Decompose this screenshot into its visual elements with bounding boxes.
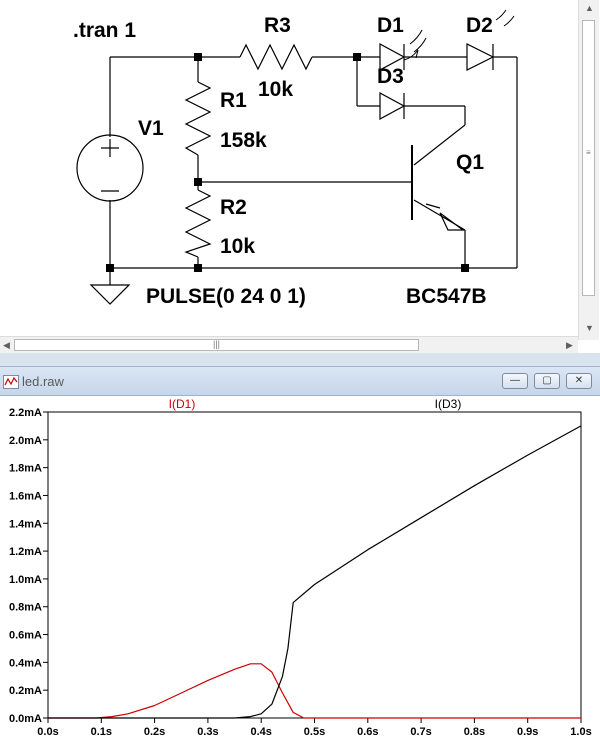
y-tick-label: 1.4mA [9, 518, 42, 530]
minimize-icon: — [510, 375, 520, 386]
trace-i-d3-[interactable] [48, 425, 582, 719]
restore-button[interactable]: ▢ [534, 373, 560, 389]
y-tick-label: 0.6mA [9, 630, 42, 642]
x-tick-label: 0.8s [464, 726, 485, 738]
resistor-r3[interactable] [239, 43, 313, 71]
scroll-up-icon[interactable]: ▲ [585, 3, 594, 13]
r3-label[interactable]: R3 [264, 14, 291, 37]
x-tick-label: 0.2s [144, 726, 165, 738]
x-tick-label: 0.7s [410, 726, 431, 738]
waveform-plot[interactable]: 0.0mA 0.2mA 0.4mA 0.6mA 0.8mA 1.0mA 1.2mA 1.4mA… [0, 396, 600, 748]
x-tick-label: 0.6s [357, 726, 378, 738]
scroll-right-icon[interactable]: ▶ [566, 340, 573, 350]
resistor-r2[interactable] [184, 189, 212, 258]
trace-label-i-d1-[interactable]: I(D1) [169, 397, 196, 411]
r3-value[interactable]: 10k [258, 78, 294, 101]
y-tick-label: 0.2mA [9, 685, 42, 697]
plot-window-titlebar[interactable]: led.raw — ▢ ✕ [0, 366, 600, 396]
close-button[interactable]: ✕ [566, 373, 592, 389]
y-tick-label: 2.0mA [9, 435, 42, 447]
d3-label[interactable]: D3 [377, 65, 404, 88]
vertical-scrollbar[interactable]: ▲ ≡ ▼ [578, 0, 599, 340]
q1-label[interactable]: Q1 [456, 151, 485, 174]
transistor-q1[interactable] [411, 145, 465, 231]
close-icon: ✕ [574, 375, 584, 386]
led-d2[interactable] [466, 9, 515, 71]
r1-value[interactable]: 158k [220, 129, 267, 152]
plot-frame [47, 411, 582, 719]
x-tick-label: 0.1s [91, 726, 112, 738]
trace-label-i-d3-[interactable]: I(D3) [435, 397, 462, 411]
vertical-scroll-thumb[interactable]: ≡ [582, 20, 595, 296]
y-tick-label: 0.0mA [9, 713, 42, 725]
x-tick-label: 0.0s [37, 726, 58, 738]
waveform-icon [3, 375, 19, 389]
v1-value[interactable]: PULSE(0 24 0 1) [146, 285, 306, 308]
v1-label[interactable]: V1 [138, 117, 164, 140]
wire [413, 124, 466, 166]
resistor-r1[interactable] [184, 81, 212, 156]
x-tick-label: 0.5s [304, 726, 325, 738]
plot-window-title: led.raw [22, 374, 64, 389]
spice-directive[interactable]: .tran 1 [73, 19, 137, 42]
grip-icon: ||| [213, 339, 221, 349]
horizontal-scroll-thumb[interactable]: ||| [14, 339, 419, 351]
plot-pane[interactable]: 0.0mA 0.2mA 0.4mA 0.6mA 0.8mA 1.0mA 1.2mA 1.4mA… [0, 396, 600, 748]
y-tick-label: 0.4mA [9, 657, 42, 669]
y-tick-label: 1.0mA [9, 574, 42, 586]
horizontal-scrollbar[interactable]: ◀ ||| ▶ [0, 336, 578, 354]
d2-label[interactable]: D2 [466, 14, 493, 37]
ground-symbol[interactable] [89, 284, 131, 305]
schematic-editor[interactable]: .tran 1 V1 PULSE(0 24 0 1) R1 158k R2 10… [0, 0, 600, 358]
d1-label[interactable]: D1 [377, 14, 404, 37]
led-d1[interactable] [379, 29, 427, 72]
r2-value[interactable]: 10k [220, 235, 256, 258]
scroll-down-icon[interactable]: ▼ [585, 323, 594, 333]
voltage-source-v1[interactable] [76, 134, 144, 202]
x-tick-label: 0.4s [250, 726, 271, 738]
trace-i-d1-[interactable] [48, 663, 581, 719]
y-tick-label: 0.8mA [9, 602, 42, 614]
minimize-button[interactable]: — [502, 373, 528, 389]
x-tick-label: 1.0s [570, 726, 591, 738]
grip-icon: ≡ [586, 148, 591, 157]
y-tick-label: 1.2mA [9, 546, 42, 558]
q1-value[interactable]: BC547B [406, 285, 487, 308]
y-tick-label: 1.8mA [9, 463, 42, 475]
scroll-left-icon[interactable]: ◀ [3, 340, 10, 350]
x-tick-label: 0.9s [517, 726, 538, 738]
r2-label[interactable]: R2 [220, 196, 247, 219]
schematic-canvas[interactable] [0, 0, 578, 336]
led-d3[interactable] [379, 91, 406, 121]
junction-dots [106, 53, 469, 272]
y-tick-label: 2.2mA [9, 407, 42, 419]
mdi-background [0, 353, 600, 366]
restore-icon: ▢ [542, 375, 552, 386]
x-tick-label: 0.3s [197, 726, 218, 738]
y-tick-label: 1.6mA [9, 490, 42, 502]
r1-label[interactable]: R1 [220, 89, 247, 112]
